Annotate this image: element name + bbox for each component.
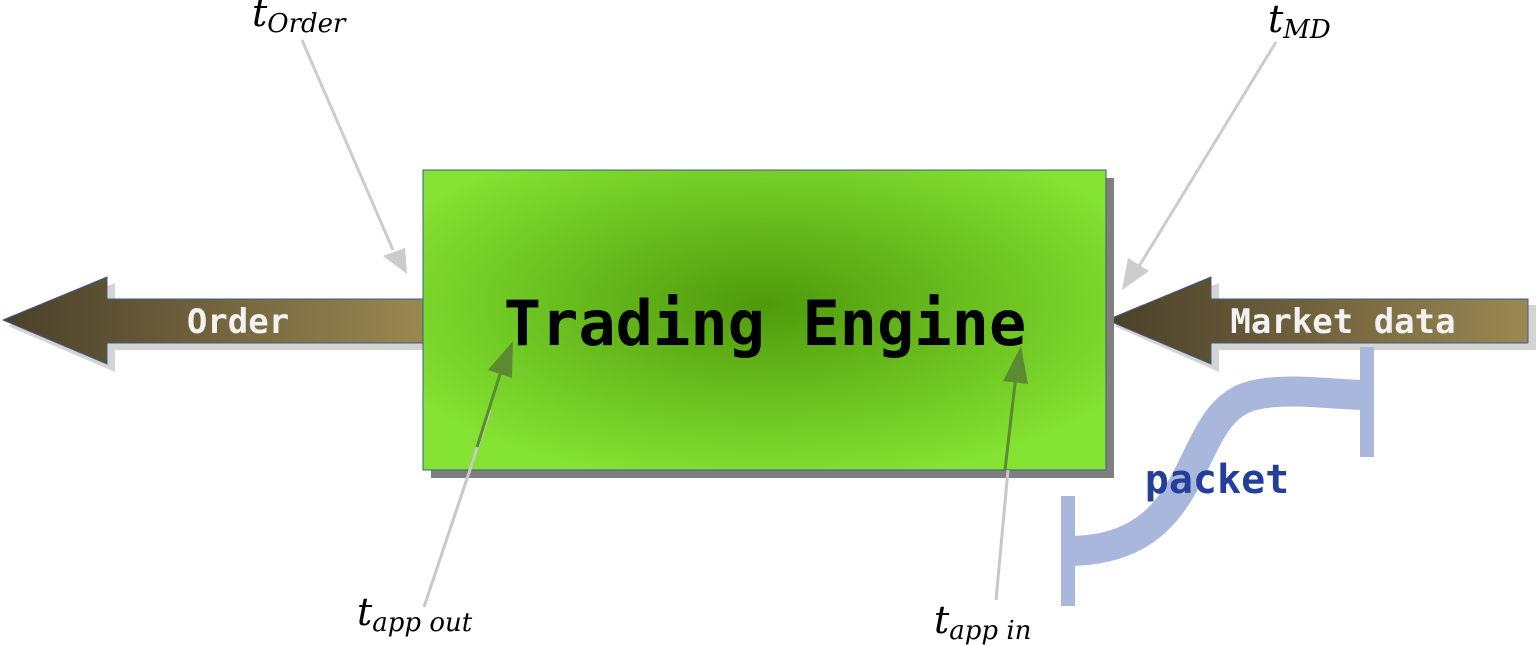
t-order-arrowhead <box>383 248 407 274</box>
order-arrow: Order <box>1 276 432 372</box>
t-app-in-label: tapp in <box>934 598 1031 645</box>
trading-engine-box: Trading Engine <box>422 169 1114 478</box>
packet-label: packet <box>1145 457 1290 503</box>
market-data-arrow-body <box>1105 276 1529 365</box>
t-app-in-pointer <box>994 346 1028 601</box>
trading-engine-label: Trading Engine <box>504 287 1027 360</box>
market-data-arrow: Market data <box>1105 276 1536 372</box>
t-md-label: tMD <box>1268 0 1331 45</box>
packet-left-cap <box>1061 496 1075 606</box>
t-order-label: tOrder <box>252 0 347 39</box>
t-md-arrowhead <box>1122 258 1149 290</box>
t-app-out-pointer <box>422 341 513 608</box>
market-data-arrow-label: Market data <box>1230 302 1455 342</box>
trading-engine-body <box>422 169 1107 471</box>
order-arrow-label: Order <box>187 302 289 342</box>
t-order-pointer <box>300 39 407 274</box>
t-app-out-arrowhead <box>488 341 513 378</box>
t-app-in-arrowhead <box>1003 346 1028 384</box>
packet-curve <box>1067 376 1367 566</box>
t-md-pointer <box>1122 41 1278 290</box>
packet-bracket: packet <box>1061 347 1374 606</box>
packet-right-cap <box>1360 347 1374 457</box>
t-app-out-label: tapp out <box>357 590 473 638</box>
